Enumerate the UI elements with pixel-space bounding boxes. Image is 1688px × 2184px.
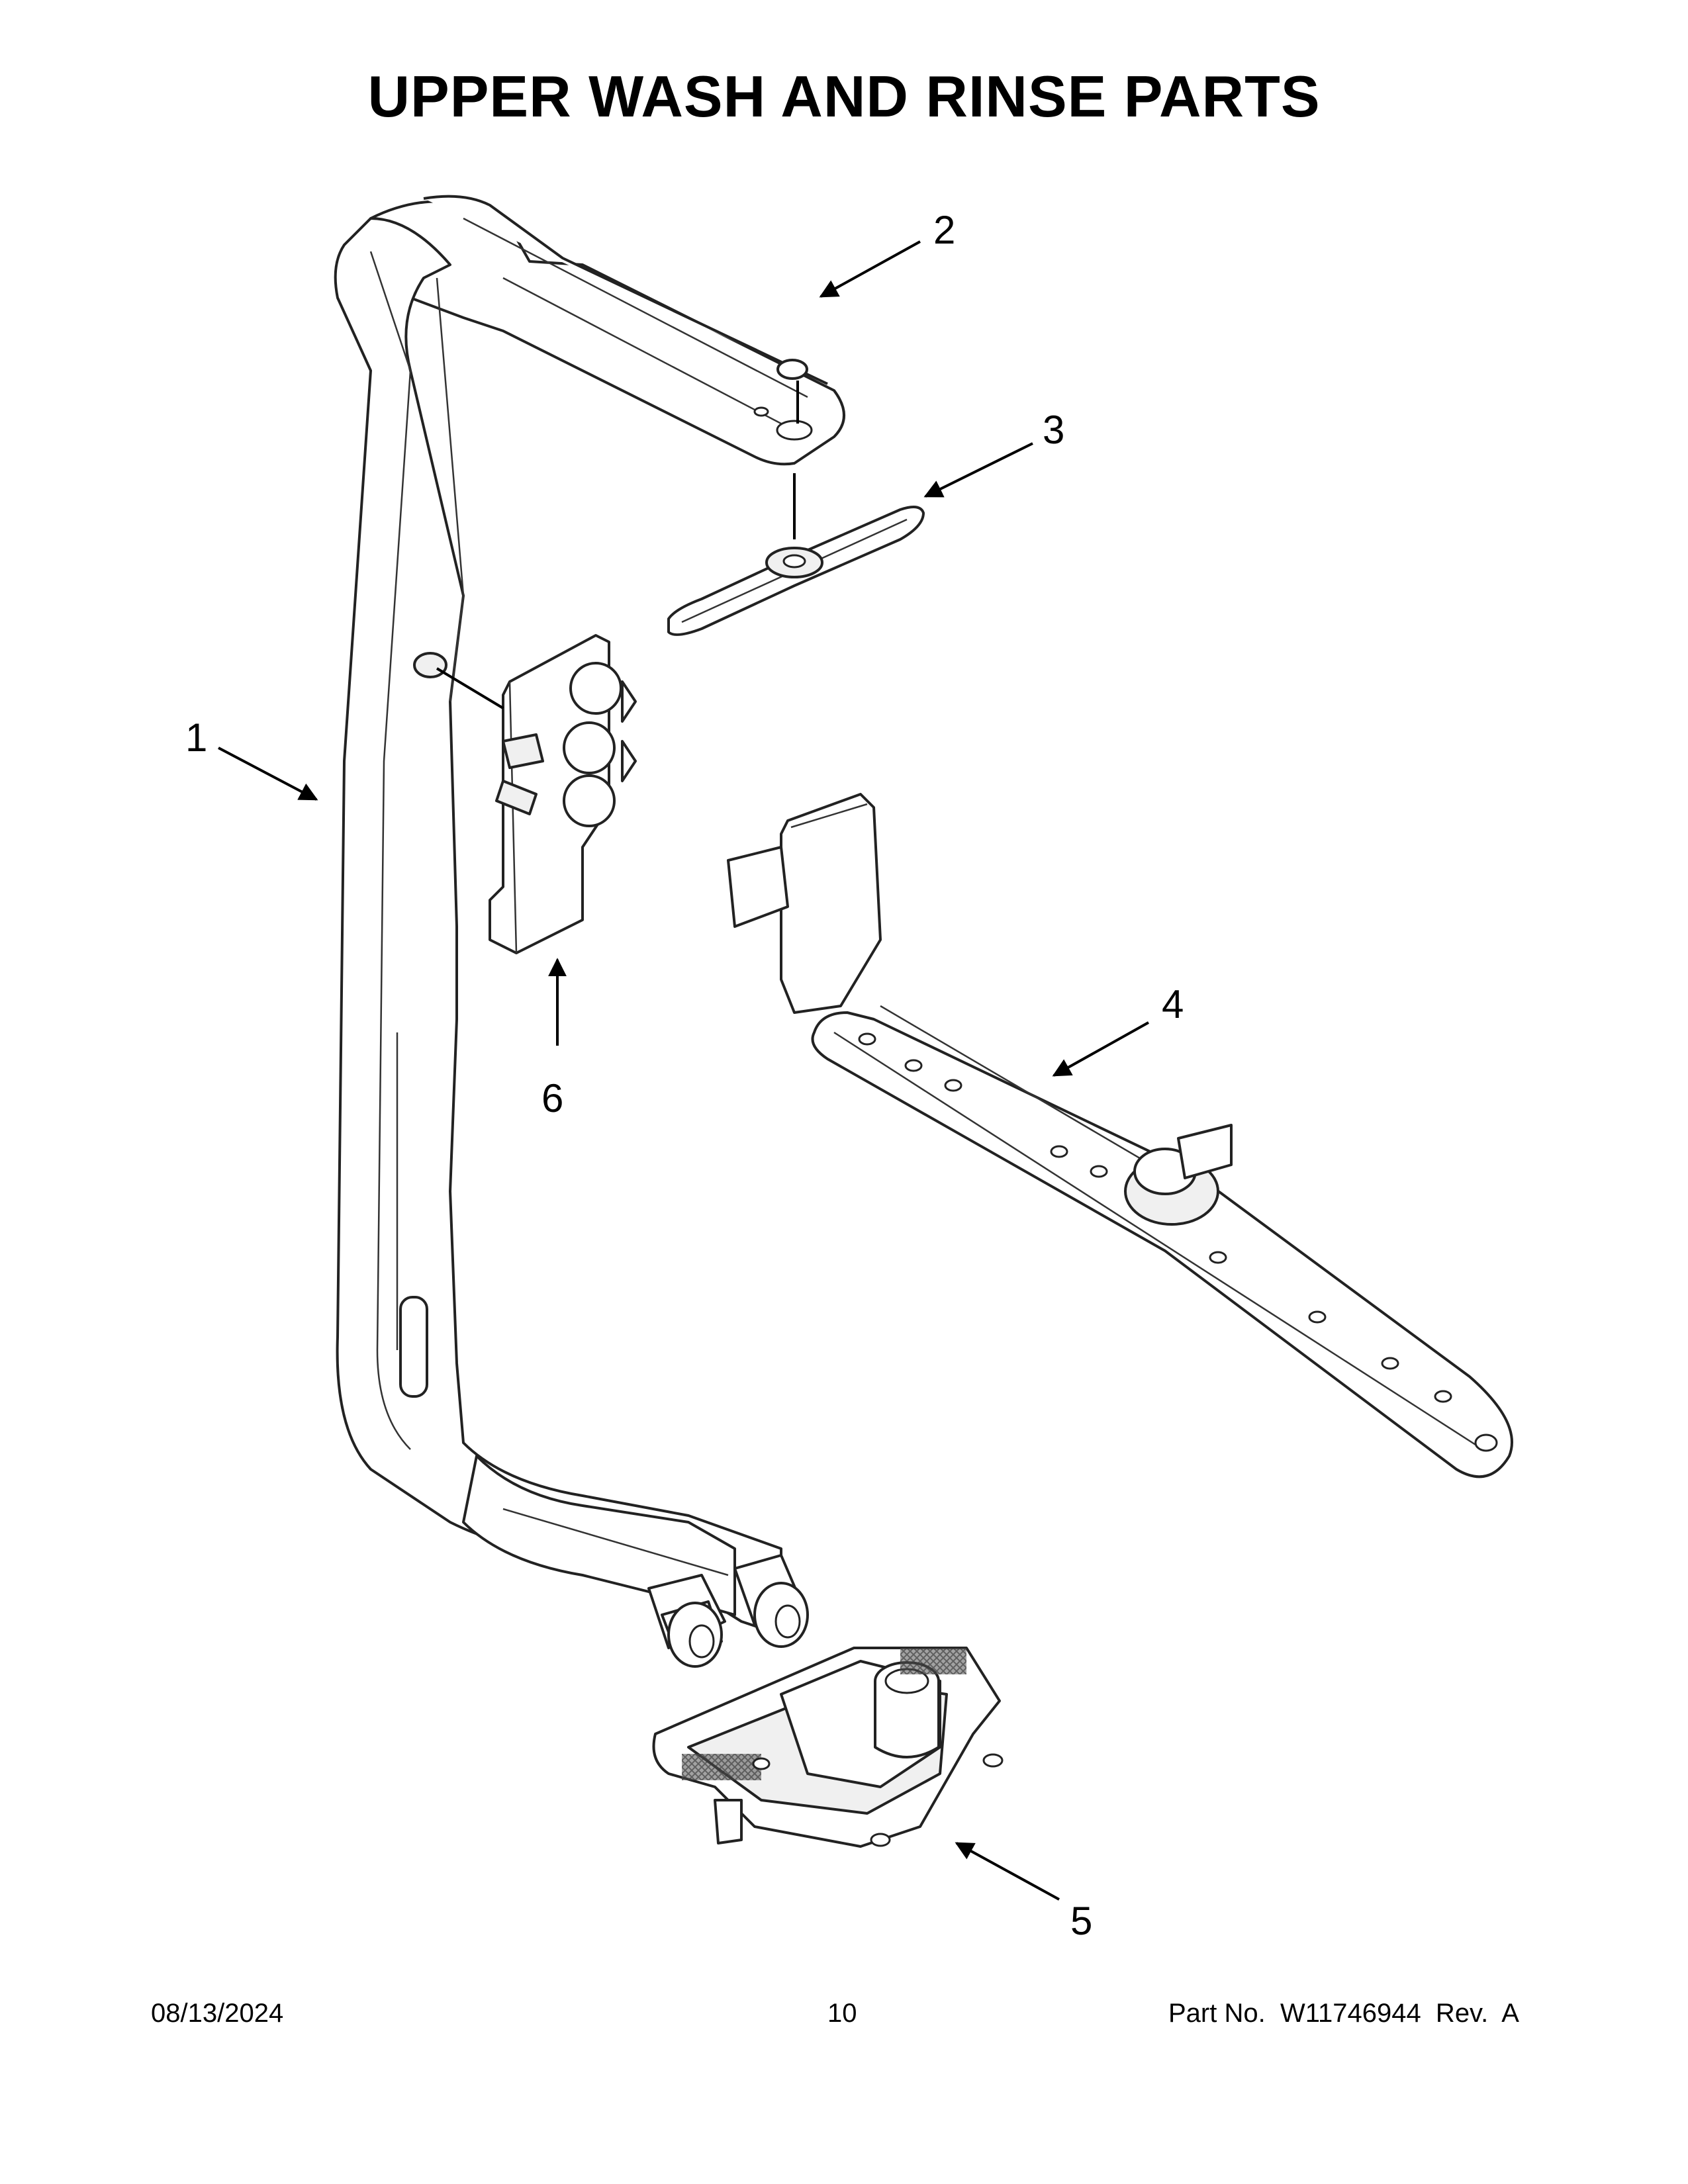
callout-2: 2 — [933, 208, 955, 252]
part-2-cap — [776, 359, 808, 539]
leader-arrow-3 — [923, 442, 1033, 498]
part-3-spray-arm — [667, 506, 925, 636]
callout-1: 1 — [185, 715, 207, 760]
callout-6: 6 — [541, 1076, 563, 1120]
footer-page-number: 10 — [827, 1999, 857, 2028]
page-title: UPPER WASH AND RINSE PARTS — [367, 64, 1321, 129]
part-1-upper-wash-tube — [334, 195, 845, 1668]
footer-part-info: Part No. W11746944 Rev. A — [1168, 1999, 1519, 2028]
leader-arrow-2 — [819, 240, 921, 298]
leader-arrow-1 — [218, 747, 318, 801]
hose-end-right — [733, 1554, 809, 1648]
leader-arrow-5 — [955, 1842, 1060, 1901]
callout-4: 4 — [1162, 982, 1184, 1026]
part-6-diverter — [436, 634, 637, 954]
part-5-pump-base — [652, 1647, 1004, 1848]
part-4-lower-spray-arm — [727, 793, 1513, 1479]
callout-5: 5 — [1070, 1899, 1092, 1943]
hose-end-left — [647, 1574, 726, 1668]
callout-3: 3 — [1043, 408, 1064, 452]
leader-arrow-4 — [1052, 1021, 1149, 1077]
footer-date: 08/13/2024 — [151, 1999, 284, 2028]
